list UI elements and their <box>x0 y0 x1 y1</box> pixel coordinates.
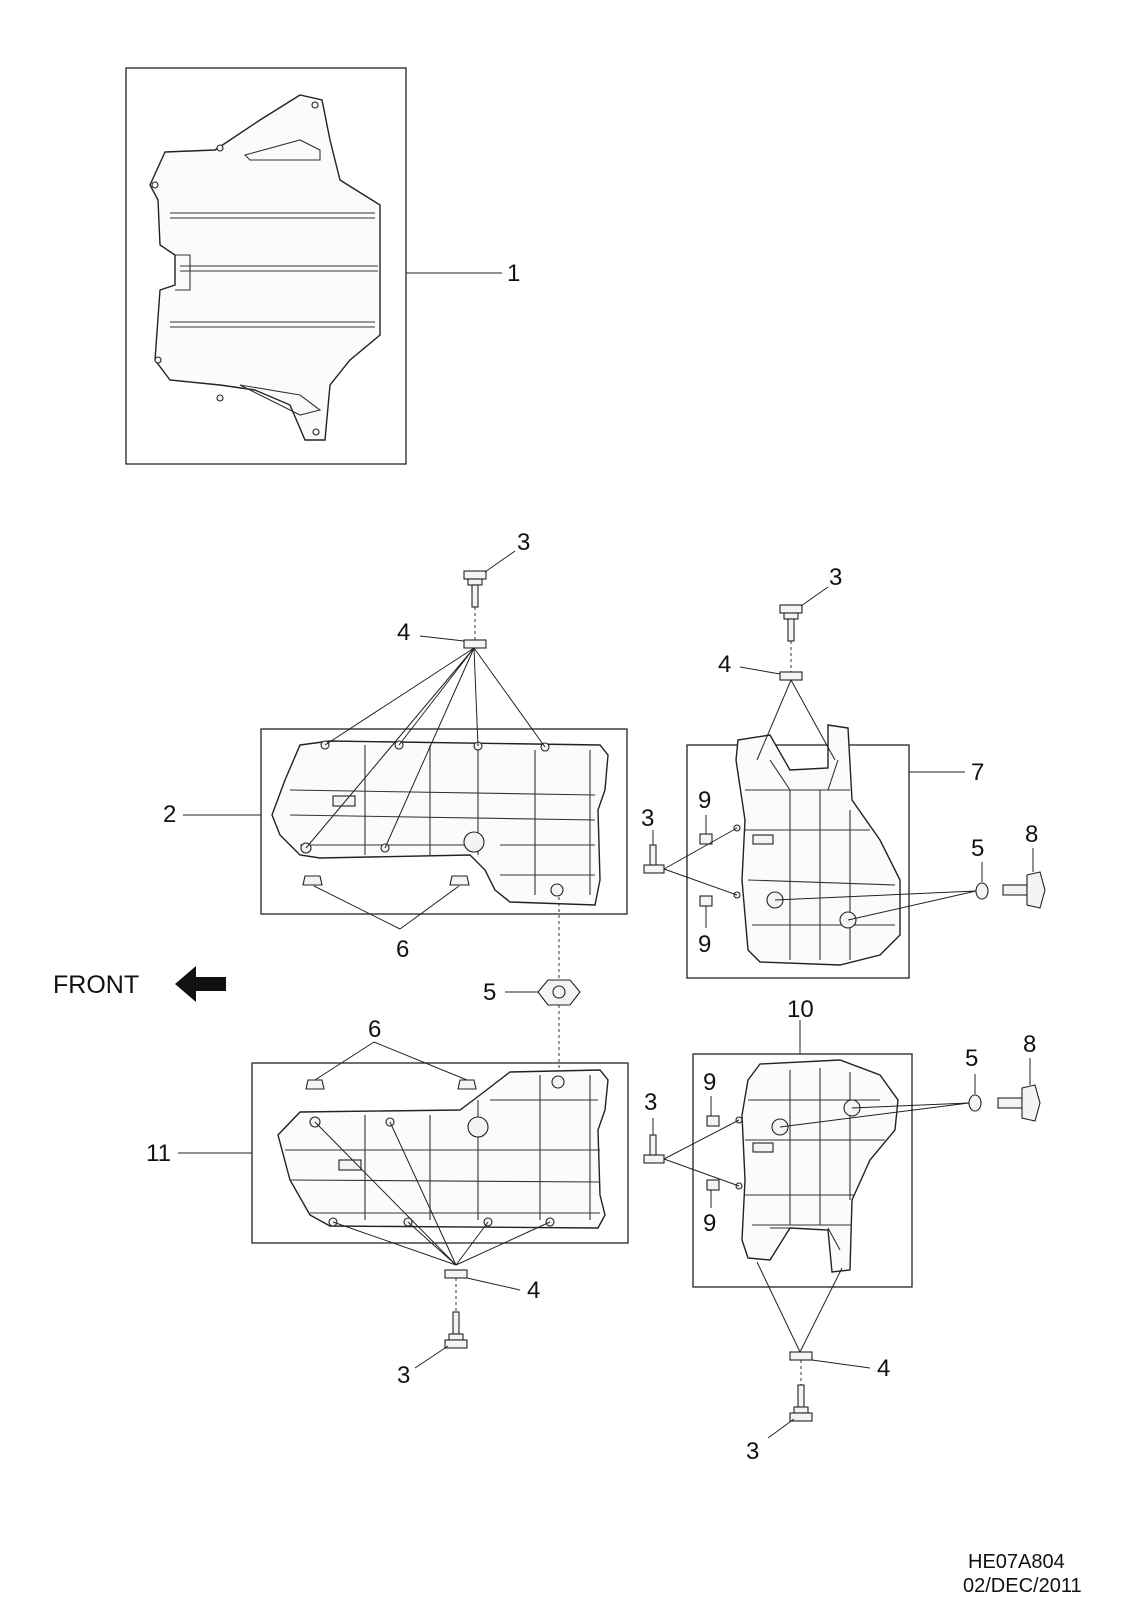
callout-6-b: 6 <box>368 1016 381 1043</box>
callout-9-a: 9 <box>698 787 711 814</box>
part-11-panel <box>277 1069 609 1229</box>
drawing-code: HE07A804 <box>968 1551 1065 1573</box>
bolt-3-f-side <box>643 1134 665 1164</box>
callout-9-c: 9 <box>703 1069 716 1096</box>
washer-4-a <box>463 639 487 649</box>
callout-7: 7 <box>971 759 984 786</box>
clip-6-a <box>302 875 323 886</box>
callout-3-e: 3 <box>397 1362 410 1389</box>
callout-3-b: 3 <box>829 564 842 591</box>
callout-3-a: 3 <box>517 529 530 556</box>
part-1-frame <box>125 67 407 465</box>
part-10-panel <box>735 1059 899 1273</box>
part-2-frame <box>260 728 628 915</box>
bolt-3-d <box>444 1311 468 1349</box>
part-7-panel <box>733 724 901 966</box>
part-1-shield <box>149 94 381 441</box>
clip-9-b <box>699 895 713 907</box>
callout-5-a: 5 <box>971 835 984 862</box>
callout-9-d: 9 <box>703 1210 716 1237</box>
clip-6-c <box>305 1079 325 1090</box>
callout-8-a: 8 <box>1025 821 1038 848</box>
bolt-3-c <box>643 844 665 874</box>
callout-3-c: 3 <box>641 805 654 832</box>
washer-4-b <box>779 671 803 681</box>
part-2-panel <box>271 740 609 906</box>
clip-6-d <box>457 1079 477 1090</box>
clip-6-b <box>449 875 470 886</box>
front-label: FRONT <box>53 971 139 999</box>
callout-4-c: 4 <box>527 1277 540 1304</box>
callout-3-d: 3 <box>644 1089 657 1116</box>
bolt-3-b <box>779 604 803 642</box>
screw-8-b <box>997 1084 1041 1122</box>
callout-1: 1 <box>507 260 520 287</box>
clip-9-c <box>706 1115 720 1127</box>
callout-6-a: 6 <box>396 936 409 963</box>
callout-4-b: 4 <box>718 651 731 678</box>
nut-5-b <box>537 979 581 1006</box>
callout-3-f: 3 <box>746 1438 759 1465</box>
front-arrow-icon <box>175 966 226 1002</box>
part-10-frame <box>692 1053 913 1288</box>
nut-5-c <box>968 1094 982 1112</box>
washer-4-d <box>789 1351 813 1361</box>
callout-8-b: 8 <box>1023 1031 1036 1058</box>
callout-4-a: 4 <box>397 619 410 646</box>
callout-5-c: 5 <box>965 1045 978 1072</box>
washer-4-c <box>444 1269 468 1279</box>
clip-9-d <box>706 1179 720 1191</box>
drawing-date: 02/DEC/2011 <box>963 1575 1082 1597</box>
callout-9-b: 9 <box>698 931 711 958</box>
bolt-3-f <box>789 1384 813 1422</box>
callout-5-b: 5 <box>483 979 496 1006</box>
screw-8-a <box>1002 871 1046 909</box>
callout-4-d: 4 <box>877 1355 890 1382</box>
callout-10: 10 <box>787 996 814 1023</box>
bolt-3-a <box>463 570 487 608</box>
part-7-frame <box>686 744 910 979</box>
callout-2: 2 <box>163 801 176 828</box>
callout-11: 11 <box>146 1140 171 1167</box>
nut-5-a <box>975 882 989 900</box>
